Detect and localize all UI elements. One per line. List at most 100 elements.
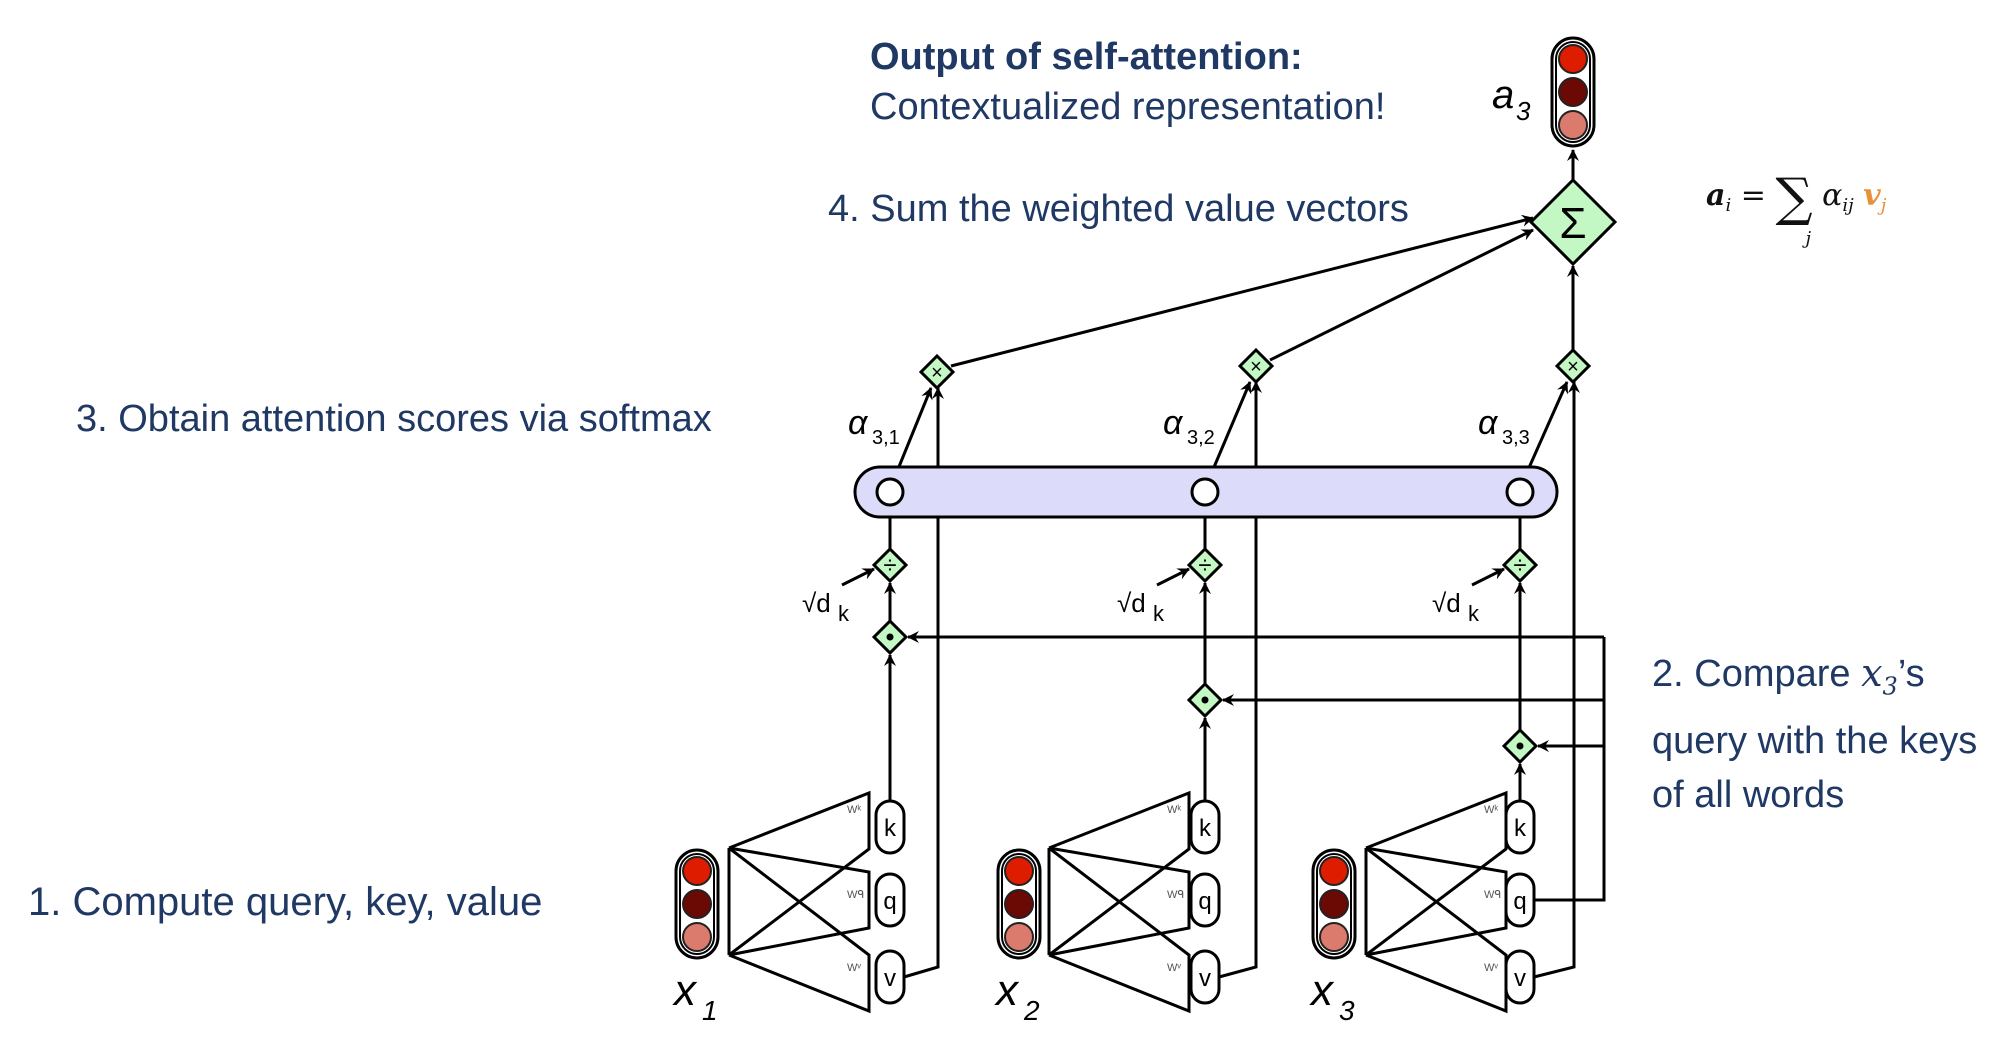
connection-lines xyxy=(727,149,1606,1014)
weight-label-q-2: Wᑫ xyxy=(1167,889,1184,901)
input-vector-x2-inner-frame xyxy=(1001,853,1037,955)
value-pill-2-label: v xyxy=(1199,965,1211,992)
input-vector-x3-cell-2 xyxy=(1319,889,1349,919)
sum-symbol: Σ xyxy=(1559,199,1586,248)
query-pill-2 xyxy=(1189,872,1221,928)
scale-label-3: √d xyxy=(1432,588,1461,618)
key-pill-3-label: k xyxy=(1514,815,1527,842)
input-vector-x3-inner-frame xyxy=(1316,853,1352,955)
input-vector-x3-cell-3 xyxy=(1319,922,1349,952)
input-vector-x3-cell-1 xyxy=(1319,856,1349,886)
step2-variable-sub: 3 xyxy=(1882,672,1898,701)
formula-equals: = xyxy=(1740,178,1766,213)
key-pill-2 xyxy=(1189,799,1221,855)
scale-label-sub-2: k xyxy=(1153,601,1165,626)
divide-node-1 xyxy=(871,546,909,584)
query-pill-3-label: q xyxy=(1513,888,1526,915)
attention-label-1: α xyxy=(848,404,869,442)
step2-variable: x xyxy=(1861,651,1883,695)
attention-formula: ai = ∑j αij vj xyxy=(1706,168,1886,249)
weight-label-v-3: Wᵛ xyxy=(1484,962,1498,974)
divide-node-2 xyxy=(1186,546,1224,584)
input-label-sub-x2: 2 xyxy=(1023,995,1040,1026)
attention-weight-line-1 xyxy=(892,387,933,480)
multiply-node-1 xyxy=(918,353,956,391)
projection-v-trapezoid-2 xyxy=(1048,846,1191,1014)
scale-arrow-3 xyxy=(1471,567,1505,587)
query-bus-line xyxy=(1534,637,1606,902)
scale-label-1: √d xyxy=(802,588,831,618)
attention-label-sub-2: 3,2 xyxy=(1187,427,1215,449)
divide-symbol-1: ÷ xyxy=(883,552,896,579)
scale-label-sub-1: k xyxy=(838,601,850,626)
value-pill-1 xyxy=(874,949,906,1005)
key-pill-1-label: k xyxy=(884,815,897,842)
weight-label-k-1: Wᵏ xyxy=(847,804,861,816)
input-vector-x1-cell-1 xyxy=(682,856,712,886)
key-pill-1 xyxy=(874,799,906,855)
query-pill-3 xyxy=(1504,872,1536,928)
step4-label: 4. Sum the weighted value vectors xyxy=(828,188,1409,230)
formula-v: v xyxy=(1863,178,1881,213)
softmax-node-3 xyxy=(1505,477,1535,507)
query-pill-1-label: q xyxy=(883,888,896,915)
weight-label-k-3: Wᵏ xyxy=(1484,804,1498,816)
step2-prefix: 2. Compare xyxy=(1652,653,1862,695)
value-pill-2 xyxy=(1189,949,1221,1005)
sum-symbol: ∑ xyxy=(1775,168,1813,228)
multiply-symbol-1: × xyxy=(931,362,943,384)
output-title: Output of self-attention: xyxy=(870,36,1303,78)
sum-node xyxy=(1528,177,1618,267)
output-subtitle: Contextualized representation! xyxy=(870,86,1386,128)
value-line-3 xyxy=(1533,381,1580,979)
input-label-x1: x xyxy=(672,966,698,1015)
multiply-node-2 xyxy=(1237,347,1275,385)
weighted-value-to-sum-line-1 xyxy=(950,214,1534,368)
formula-alpha: α xyxy=(1822,178,1843,213)
attention-label-3: α xyxy=(1478,404,1499,442)
value-line-1 xyxy=(903,387,944,979)
projection-v-trapezoid-1 xyxy=(728,846,871,1014)
input-vector-x1-cell-3 xyxy=(682,922,712,952)
input-vector-x1-inner-frame xyxy=(679,853,715,955)
output-vector-a3-cell-2 xyxy=(1558,77,1588,107)
value-pill-1-label: v xyxy=(884,965,896,992)
weight-label-q-3: Wᑫ xyxy=(1484,889,1501,901)
formula-lhs: a xyxy=(1706,178,1726,213)
weighted-value-to-sum-line-2 xyxy=(1269,228,1534,362)
output-vector-label-sub: 3 xyxy=(1516,96,1531,126)
input-vector-x2-cell-2 xyxy=(1004,889,1034,919)
key-pill-3 xyxy=(1504,799,1536,855)
step2-label: 2. Compare x3’s query with the keys of a… xyxy=(1652,646,1992,822)
input-vector-x2-cell-1 xyxy=(1004,856,1034,886)
output-vector-a3-cell-3 xyxy=(1558,110,1588,140)
multiply-node-3 xyxy=(1554,347,1592,385)
input-label-x3: x xyxy=(1309,966,1335,1015)
divide-symbol-3: ÷ xyxy=(1513,552,1526,579)
input-vector-x1-cell-2 xyxy=(682,889,712,919)
dot-product-symbol-3 xyxy=(1516,742,1524,750)
value-line-2 xyxy=(1218,381,1262,979)
output-vector-a3-cell-1 xyxy=(1558,44,1588,74)
value-pill-3-label: v xyxy=(1514,965,1526,992)
weight-label-v-1: Wᵛ xyxy=(847,962,861,974)
key-pill-2-label: k xyxy=(1199,815,1212,842)
input-label-sub-x3: 3 xyxy=(1339,995,1355,1026)
scale-arrow-2 xyxy=(1156,567,1190,587)
value-pill-3 xyxy=(1504,949,1536,1005)
multiply-symbol-3: × xyxy=(1567,356,1579,378)
weight-label-k-2: Wᵏ xyxy=(1167,804,1181,816)
attention-label-2: α xyxy=(1163,404,1184,442)
weight-label-q-1: Wᑫ xyxy=(847,889,864,901)
query-pill-2-label: q xyxy=(1198,888,1211,915)
diagram-nodes xyxy=(674,36,1618,1005)
input-vector-x2-cell-3 xyxy=(1004,922,1034,952)
scale-label-2: √d xyxy=(1117,588,1146,618)
weight-label-v-2: Wᵛ xyxy=(1167,962,1181,974)
scale-label-sub-3: k xyxy=(1468,601,1480,626)
scale-arrow-1 xyxy=(841,567,875,587)
input-label-x2: x xyxy=(994,966,1020,1015)
output-vector-label: a xyxy=(1492,73,1514,117)
input-label-sub-x1: 1 xyxy=(702,995,718,1026)
